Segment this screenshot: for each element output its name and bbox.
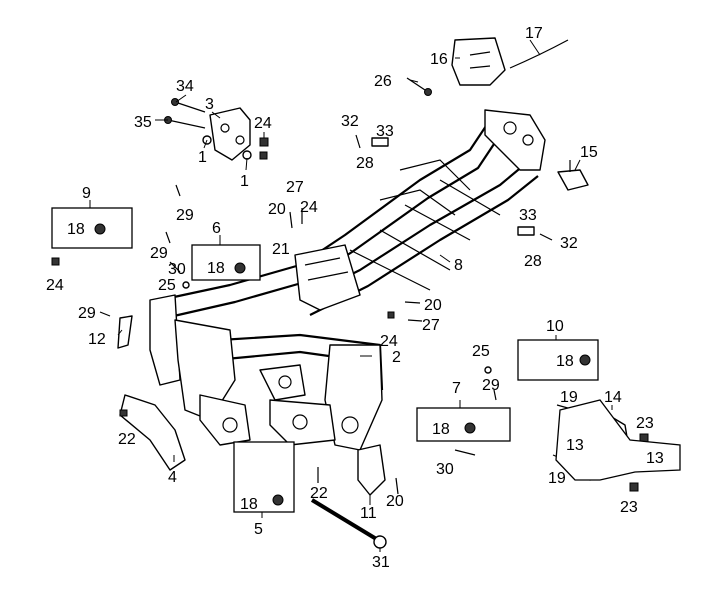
label-26: 26 [374, 73, 392, 90]
label-29d: 29 [482, 377, 500, 394]
label-22b: 22 [310, 485, 328, 502]
label-33b: 33 [519, 207, 537, 224]
label-1a: 1 [198, 149, 207, 166]
callout-boxes [51, 207, 681, 513]
label-4: 4 [168, 469, 177, 486]
box-14 [555, 399, 681, 481]
label-18d: 18 [432, 421, 450, 438]
label-18e: 18 [240, 496, 258, 513]
label-24c: 24 [46, 277, 64, 294]
label-31: 31 [372, 554, 390, 571]
label-23a: 23 [636, 415, 654, 432]
label-25b: 25 [472, 343, 490, 360]
label-28a: 28 [356, 155, 374, 172]
label-20c: 20 [386, 493, 404, 510]
label-24d: 24 [380, 333, 398, 350]
label-24a: 24 [254, 115, 272, 132]
label-21: 21 [272, 241, 290, 258]
label-5: 5 [254, 521, 263, 538]
label-32a: 32 [341, 113, 359, 130]
part-number-labels: 34 35 3 1 1 24 26 16 17 32 33 28 15 9 18… [46, 25, 664, 571]
label-8: 8 [454, 257, 463, 274]
label-18c: 18 [556, 353, 574, 370]
label-19a: 19 [560, 389, 578, 406]
label-7: 7 [452, 380, 461, 397]
box-9 [51, 207, 133, 249]
label-27b: 27 [422, 317, 440, 334]
label-27a: 27 [286, 179, 304, 196]
label-33a: 33 [376, 123, 394, 140]
label-18a: 18 [67, 221, 85, 238]
label-2: 2 [392, 349, 401, 366]
label-32b: 32 [560, 235, 578, 252]
label-12: 12 [88, 331, 106, 348]
label-17: 17 [525, 25, 543, 42]
label-6: 6 [212, 220, 221, 237]
label-19b: 19 [548, 470, 566, 487]
grommet-icons [94, 223, 591, 506]
label-25a: 25 [158, 277, 176, 294]
label-13a: 13 [566, 437, 584, 454]
label-24b: 24 [300, 199, 318, 216]
label-35: 35 [134, 114, 152, 131]
label-28b: 28 [524, 253, 542, 270]
label-30b: 30 [436, 461, 454, 478]
label-29c: 29 [78, 305, 96, 322]
label-11: 11 [360, 505, 377, 522]
label-9: 9 [82, 185, 91, 202]
label-10: 10 [546, 318, 564, 335]
box-5 [233, 441, 295, 513]
label-22a: 22 [118, 431, 136, 448]
label-1b: 1 [240, 173, 249, 190]
label-29a: 29 [176, 207, 194, 224]
label-20b: 20 [424, 297, 442, 314]
label-3: 3 [205, 96, 214, 113]
label-14: 14 [604, 389, 622, 406]
label-15: 15 [580, 144, 598, 161]
box-7 [416, 407, 511, 442]
label-13b: 13 [646, 450, 664, 467]
main-frame-drawing [149, 109, 546, 451]
label-30a: 30 [168, 261, 186, 278]
label-18b: 18 [207, 260, 225, 277]
label-16: 16 [430, 51, 448, 68]
label-20a: 20 [268, 201, 286, 218]
label-29b: 29 [150, 245, 168, 262]
label-34: 34 [176, 78, 194, 95]
label-23b: 23 [620, 499, 638, 516]
leader-lines [89, 39, 613, 552]
box-6 [191, 244, 261, 281]
